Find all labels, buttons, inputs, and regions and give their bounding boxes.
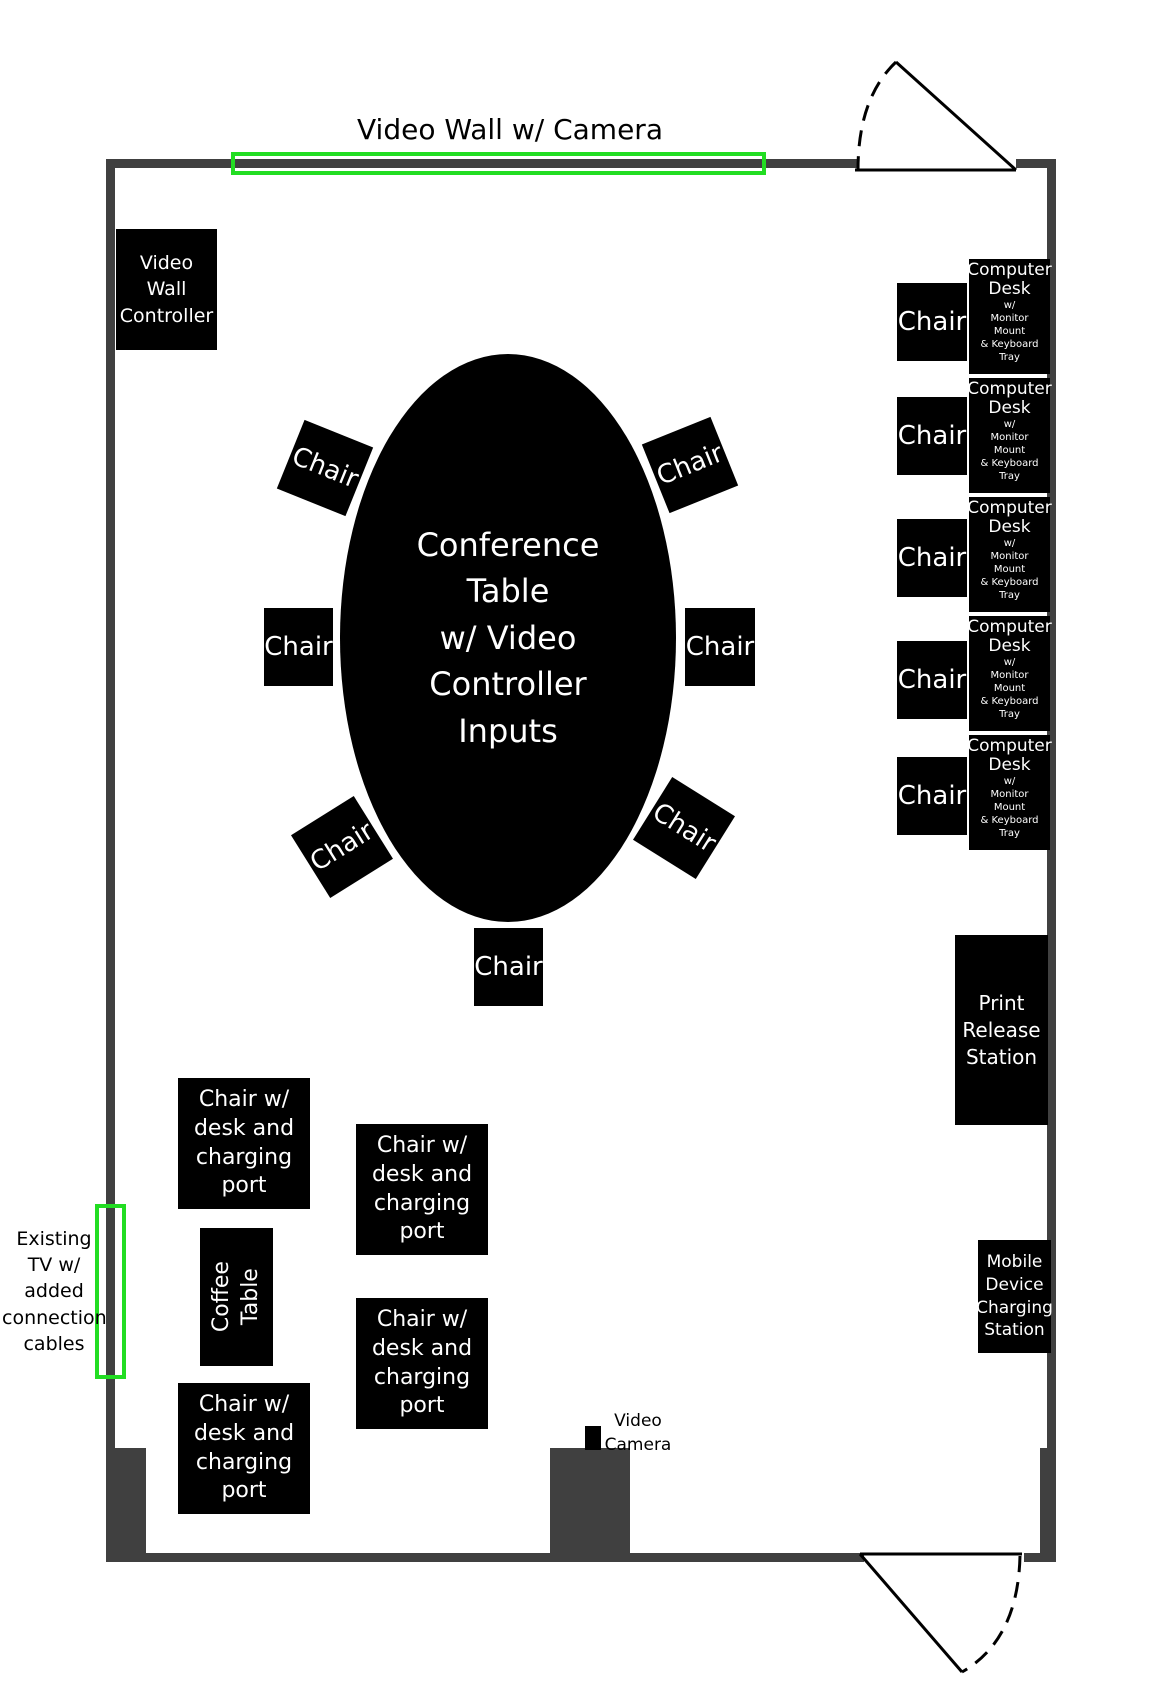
computer-desk-line1: Computer bbox=[967, 498, 1052, 518]
chair-desk-charging-2: Chair w/ desk and charging port bbox=[356, 1124, 488, 1255]
chair-desk-charging-1: Chair w/ desk and charging port bbox=[178, 1078, 310, 1209]
video-camera-label: Video Camera bbox=[604, 1411, 672, 1455]
computer-desk-line1: Computer bbox=[967, 736, 1052, 756]
chair-desk-1: Chair bbox=[897, 283, 967, 361]
chair-desk-3: Chair bbox=[897, 519, 967, 597]
computer-desk-2: Computer Desk w/ Monitor Mount & Keyboar… bbox=[967, 378, 1052, 493]
existing-tv-highlight bbox=[95, 1204, 126, 1379]
chair-table-left: Chair bbox=[264, 608, 333, 686]
conference-table-label: Conference Table w/ Video Controller Inp… bbox=[416, 526, 600, 750]
computer-desk-line3: w/ bbox=[1003, 419, 1016, 431]
chair-desk-5: Chair bbox=[897, 757, 967, 835]
computer-desk-line4: Monitor bbox=[990, 789, 1029, 801]
chair-desk-charging-4: Chair w/ desk and charging port bbox=[178, 1383, 310, 1514]
video-wall-highlight bbox=[231, 152, 766, 175]
computer-desk-line7: Tray bbox=[999, 709, 1020, 721]
computer-desk-line7: Tray bbox=[999, 828, 1020, 840]
computer-desk-line1: Computer bbox=[967, 617, 1052, 637]
computer-desk-line2: Desk bbox=[988, 517, 1031, 538]
chair-desk-charging-3: Chair w/ desk and charging port bbox=[356, 1298, 488, 1429]
door-top-arc bbox=[856, 60, 898, 171]
computer-desk-line5: Mount bbox=[993, 802, 1026, 814]
mobile-charging-station: Mobile Device Charging Station bbox=[976, 1240, 1053, 1353]
computer-desk-line6: & Keyboard bbox=[980, 696, 1039, 708]
print-release-station: Print Release Station bbox=[955, 935, 1048, 1125]
corner-column-right bbox=[1040, 1448, 1056, 1562]
computer-desk-line1: Computer bbox=[967, 379, 1052, 399]
corner-column-center bbox=[550, 1448, 630, 1562]
computer-desk-line6: & Keyboard bbox=[980, 815, 1039, 827]
computer-desk-3: Computer Desk w/ Monitor Mount & Keyboar… bbox=[967, 497, 1052, 612]
computer-desk-4: Computer Desk w/ Monitor Mount & Keyboar… bbox=[967, 616, 1052, 731]
computer-desk-1: Computer Desk w/ Monitor Mount & Keyboar… bbox=[967, 259, 1052, 374]
computer-desk-line4: Monitor bbox=[990, 551, 1029, 563]
coffee-table-label: Coffee Table bbox=[208, 1261, 263, 1333]
computer-desk-line2: Desk bbox=[988, 279, 1031, 300]
room-wall-right bbox=[1047, 159, 1056, 1562]
computer-desk-line4: Monitor bbox=[990, 432, 1029, 444]
computer-desk-line7: Tray bbox=[999, 590, 1020, 602]
computer-desk-line2: Desk bbox=[988, 398, 1031, 419]
computer-desk-line3: w/ bbox=[1003, 538, 1016, 550]
chair-desk-2: Chair bbox=[897, 397, 967, 475]
computer-desk-line6: & Keyboard bbox=[980, 339, 1039, 351]
door-top-swing bbox=[894, 60, 1018, 172]
conference-table-shape bbox=[340, 354, 676, 922]
video-camera-shape bbox=[585, 1426, 601, 1450]
computer-desk-line2: Desk bbox=[988, 755, 1031, 776]
computer-desk-line5: Mount bbox=[993, 445, 1026, 457]
corner-column-left bbox=[106, 1448, 146, 1562]
chair-desk-4: Chair bbox=[897, 641, 967, 719]
chair-table-right: Chair bbox=[685, 608, 755, 686]
coffee-table: Coffee Table bbox=[200, 1228, 273, 1366]
computer-desk-line5: Mount bbox=[993, 564, 1026, 576]
computer-desk-line3: w/ bbox=[1003, 300, 1016, 312]
door-bottom-swing bbox=[858, 1553, 964, 1673]
video-wall-controller: Video Wall Controller bbox=[116, 229, 217, 350]
computer-desk-line2: Desk bbox=[988, 636, 1031, 657]
existing-tv-label: Existing TV w/ added connection cables bbox=[2, 1228, 107, 1355]
door-opening-bottom bbox=[864, 1550, 1024, 1566]
door-opening-top bbox=[858, 156, 1016, 172]
computer-desk-line6: & Keyboard bbox=[980, 577, 1039, 589]
computer-desk-line4: Monitor bbox=[990, 670, 1029, 682]
room-wall-left bbox=[106, 159, 115, 1562]
computer-desk-line5: Mount bbox=[993, 326, 1026, 338]
computer-desk-line7: Tray bbox=[999, 352, 1020, 364]
chair-table-bottom: Chair bbox=[474, 928, 543, 1006]
door-bottom-arc bbox=[961, 1555, 1022, 1674]
computer-desk-line3: w/ bbox=[1003, 776, 1016, 788]
computer-desk-5: Computer Desk w/ Monitor Mount & Keyboar… bbox=[967, 735, 1052, 850]
computer-desk-line5: Mount bbox=[993, 683, 1026, 695]
room-wall-top bbox=[106, 159, 1056, 168]
computer-desk-line6: & Keyboard bbox=[980, 458, 1039, 470]
computer-desk-line3: w/ bbox=[1003, 657, 1016, 669]
computer-desk-line7: Tray bbox=[999, 471, 1020, 483]
computer-desk-line1: Computer bbox=[967, 260, 1052, 280]
computer-desk-line4: Monitor bbox=[990, 313, 1029, 325]
video-wall-label: Video Wall w/ Camera bbox=[357, 113, 663, 146]
